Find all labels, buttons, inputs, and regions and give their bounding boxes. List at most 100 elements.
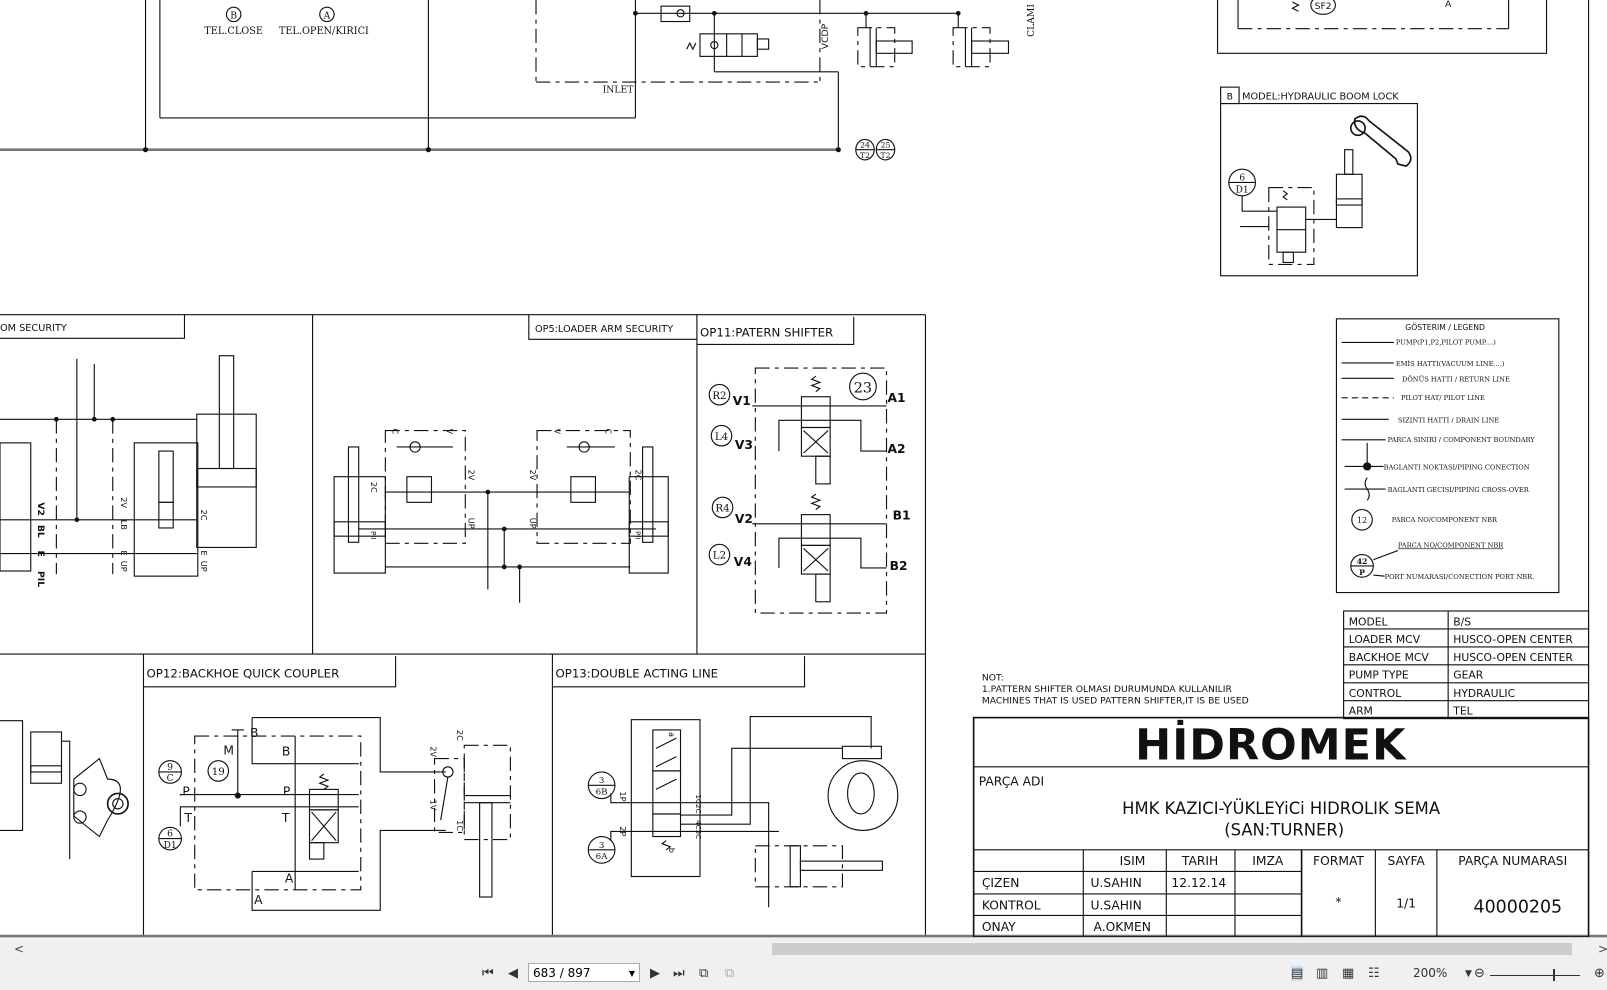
next-page-icon[interactable]: ▶ — [650, 966, 660, 981]
svg-text:PUMP(P1,P2,PILOT PUMP....): PUMP(P1,P2,PILOT PUMP....) — [1396, 338, 1496, 346]
svg-text:B: B — [250, 726, 258, 740]
svg-text:PIL: PIL — [35, 571, 46, 587]
svg-text:D1: D1 — [1236, 185, 1249, 196]
panel-title-op5: OP5:LOADER ARM SECURITY — [535, 324, 673, 335]
zoom-in-icon[interactable]: ⊕ — [1594, 966, 1605, 981]
part-number: 40000205 — [1474, 897, 1563, 917]
svg-text:NOT:: NOT: — [982, 673, 1004, 684]
svg-text:24: 24 — [860, 141, 870, 150]
svg-text:FORMAT: FORMAT — [1313, 854, 1364, 868]
svg-text:UP: UP — [528, 518, 538, 529]
svg-text:L2: L2 — [713, 550, 726, 562]
svg-text:UP: UP — [119, 561, 129, 572]
svg-text:ARM: ARM — [1349, 705, 1373, 718]
svg-text:MACHINES THAT IS USED PATTERN: MACHINES THAT IS USED PATTERN SHIFTER,IT… — [982, 695, 1249, 706]
svg-text:ONAY: ONAY — [982, 920, 1016, 934]
port-a-label: A — [1445, 0, 1452, 10]
svg-text:V: V — [445, 429, 455, 435]
svg-text:6B: 6B — [596, 788, 608, 798]
zoom-level[interactable]: 200% — [1413, 966, 1448, 980]
svg-text:42: 42 — [1357, 557, 1368, 566]
svg-text:PARCA NO/COMPONENT NBR: PARCA NO/COMPONENT NBR — [1392, 516, 1498, 524]
op11-refs: R2 L4 R4 L2 — [708, 383, 734, 566]
svg-text:P: P — [182, 785, 189, 799]
svg-text:2V: 2V — [466, 470, 476, 481]
svg-text:2C: 2C — [633, 470, 643, 481]
svg-text:B: B — [282, 745, 290, 759]
clamp-label: CLAMI — [1026, 4, 1037, 37]
zoom-dropdown-icon[interactable]: ▼ — [1465, 969, 1472, 979]
single-page-view-icon[interactable]: ▤ — [1291, 966, 1304, 981]
svg-text:6: 6 — [167, 829, 173, 840]
svg-text:PARÇA NUMARASI: PARÇA NUMARASI — [1458, 854, 1567, 868]
legend-title: GÖSTERIM / LEGEND — [1405, 323, 1485, 332]
svg-text:PORT NUMARASI/CONECTION PORT N: PORT NUMARASI/CONECTION PORT NBR. — [1385, 573, 1535, 581]
vcdp-label: VCDP — [820, 23, 831, 49]
scroll-left-arrow-icon[interactable]: < — [14, 942, 25, 956]
scroll-right-arrow-icon[interactable]: > — [1598, 942, 1607, 956]
continuous-view-icon[interactable]: ▥ — [1316, 966, 1329, 981]
svg-text:HUSCO-OPEN CENTER: HUSCO-OPEN CENTER — [1453, 633, 1573, 646]
clamp-cylinder — [857, 13, 1010, 68]
svg-text:PII: PII — [369, 531, 378, 540]
zoom-out-icon[interactable]: ⊖ — [1474, 966, 1485, 981]
op11-pattern-shifter-circuit: 23 R2 L4 R4 L2 V1 V3 V2 V4 A1 A2 B1 B2 — [708, 367, 911, 614]
viewer-toolbar: < > ⏮ ◀ 683 / 897▼ ▶ ⏭ ⧉ ⧉ ▤ ▥ ▦ ☷ 200% … — [0, 937, 1607, 990]
last-page-icon[interactable]: ⏭ — [673, 966, 685, 981]
svg-text:L4: L4 — [715, 431, 728, 443]
horizontal-scrollbar[interactable]: < > — [0, 942, 1607, 956]
panel-title-op11: OP11:PATERN SHIFTER — [700, 325, 833, 339]
svg-text:U.SAHIN: U.SAHIN — [1090, 876, 1141, 890]
scrollbar-thumb[interactable] — [772, 943, 1572, 955]
svg-text:V2: V2 — [735, 512, 753, 526]
svg-text:1/1: 1/1 — [1396, 896, 1416, 910]
svg-text:C: C — [604, 429, 614, 435]
tel-open-label: TEL.OPEN/KIRICI — [279, 26, 369, 37]
panel-title-op13: OP13:DOUBLE ACTING LINE — [555, 667, 718, 681]
svg-text:D1: D1 — [163, 840, 176, 851]
svg-text:6: 6 — [1239, 172, 1245, 183]
rotate-page-alt-icon[interactable]: ⧉ — [725, 966, 735, 981]
svg-text:C: C — [391, 429, 401, 435]
svg-text:UP: UP — [199, 561, 209, 572]
svg-text:ÇIZEN: ÇIZEN — [982, 876, 1020, 890]
svg-text:E: E — [119, 551, 129, 556]
page-dropdown-icon[interactable]: ▼ — [628, 969, 635, 978]
svg-text:PARCA NO/COMPONENT NBR: PARCA NO/COMPONENT NBR — [1398, 541, 1504, 549]
svg-text:23: 23 — [854, 381, 872, 397]
svg-text:M: M — [223, 744, 234, 758]
two-page-view-icon[interactable]: ▦ — [1342, 966, 1355, 981]
first-page-icon[interactable]: ⏮ — [482, 966, 494, 981]
svg-text:IMZA: IMZA — [1252, 854, 1284, 868]
svg-text:1C: 1C — [455, 820, 465, 831]
svg-text:SIZINTI HATTI / DRAIN LINE: SIZINTI HATTI / DRAIN LINE — [1398, 416, 1499, 424]
two-page-continuous-view-icon[interactable]: ☷ — [1368, 966, 1380, 981]
svg-text:1.PATTERN SHIFTER OLMASI DURUM: 1.PATTERN SHIFTER OLMASI DURUMUNDA KULLA… — [982, 684, 1233, 695]
boom-lock-title: MODEL:HYDRAULIC BOOM LOCK — [1242, 91, 1399, 102]
op13-double-acting-circuit: 3 6B 3 6A 1P 2P a b 1C2C 4C3C — [587, 716, 899, 908]
svg-text:V4: V4 — [734, 555, 752, 569]
svg-text:P: P — [1359, 568, 1365, 577]
svg-text:2V: 2V — [119, 497, 129, 508]
svg-text:25: 25 — [881, 141, 891, 150]
rotate-page-icon[interactable]: ⧉ — [699, 966, 709, 981]
page-number-input[interactable]: 683 / 897▼ — [528, 963, 640, 982]
svg-text:GEAR: GEAR — [1453, 669, 1483, 682]
boom-lock-tag: B — [1227, 91, 1233, 102]
zoom-slider-thumb[interactable] — [1553, 969, 1555, 981]
svg-text:MODEL: MODEL — [1349, 615, 1388, 628]
svg-text:PARÇA ADI: PARÇA ADI — [979, 774, 1044, 788]
svg-text:PII: PII — [633, 531, 642, 540]
svg-text:BACKHOE MCV: BACKHOE MCV — [1349, 651, 1430, 664]
top-circuit: B TEL.CLOSE A TEL.OPEN/KIRICI INLET VCDP… — [0, 0, 1037, 161]
svg-text:U.SAHIN: U.SAHIN — [1090, 898, 1141, 912]
svg-text:V2: V2 — [35, 502, 46, 516]
svg-text:B1: B1 — [893, 509, 911, 523]
svg-text:LOADER MCV: LOADER MCV — [1349, 633, 1421, 646]
svg-text:TARIH: TARIH — [1181, 854, 1218, 868]
zoom-slider[interactable] — [1490, 975, 1580, 976]
previous-page-icon[interactable]: ◀ — [508, 966, 518, 981]
svg-text:2P: 2P — [618, 826, 628, 836]
